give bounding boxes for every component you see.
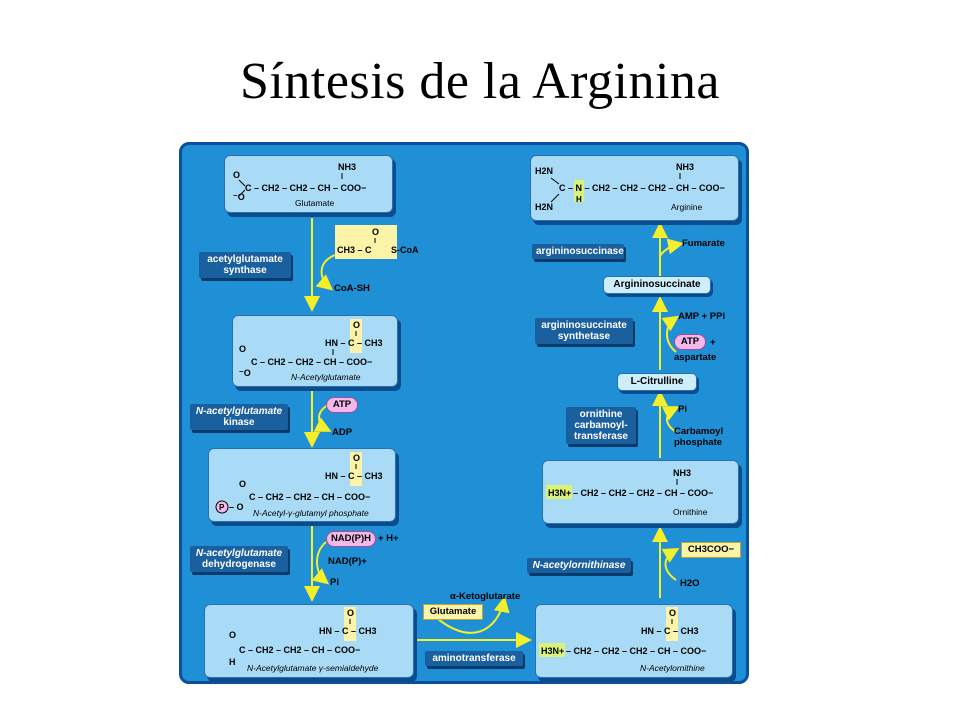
svg-text:H: H <box>229 657 236 667</box>
enzyme-aminotransferase: aminotransferase <box>425 651 523 666</box>
nag-acetyl: HN – C – CH3 <box>325 338 383 348</box>
acetyl-coa: O CH3 – C S-CoA <box>335 225 425 270</box>
glutamate-label: Glutamate <box>295 198 334 208</box>
enzyme-line: dehydrogenase <box>202 559 276 570</box>
svg-text:O: O <box>372 227 379 237</box>
enzyme-ornithine-carbamoyltransferase: ornithine carbamoyl- transferase <box>566 407 636 444</box>
nadph-pill: NAD(P)H <box>326 531 376 547</box>
n-acetyl-glutamyl-phosphate-label: N-Acetyl-γ-glutamyl phosphate <box>253 508 369 518</box>
adp: ADP <box>332 427 353 438</box>
nadp: NAD(P)+ <box>328 556 367 567</box>
enzyme-line: carbamoyl- <box>574 420 628 431</box>
svg-text:O: O <box>669 608 676 618</box>
ornithine-label: Ornithine <box>673 507 708 517</box>
nadph-h: + H+ <box>378 533 399 544</box>
glutamate-nh3: NH3 <box>338 162 356 172</box>
arginine-label: Arginine <box>671 202 702 212</box>
molecule-n-acetylornithine: O HN – C – CH3 H3N+ – CH2 – CH2 – CH2 – … <box>535 604 733 678</box>
carbamoyl-pi: Pi <box>678 404 687 415</box>
nag-chain: C – CH2 – CH2 – CH – COO− <box>251 357 372 367</box>
n-acetylglutamate-semialdehyde-label: N-Acetylglutamate γ-semialdehyde <box>247 663 379 673</box>
aspartate: aspartate <box>674 352 717 363</box>
svg-text:H: H <box>576 195 582 204</box>
svg-text:H2N: H2N <box>535 202 553 212</box>
enzyme-acetylglutamate-synthase: acetylglutamate synthase <box>199 252 291 278</box>
atp-pill: ATP <box>326 397 358 413</box>
svg-text:P: P <box>219 503 225 512</box>
enzyme-argininosuccinate-synthetase: argininosuccinate synthetase <box>535 318 633 344</box>
molecule-glutamate: NH3 O ⁻O C – CH2 – CH2 – CH – COO− Gluta… <box>224 155 393 213</box>
enzyme-line: N-acetylglutamate <box>195 548 283 559</box>
enzyme-n-acetylornithinase: N-acetylornithinase <box>527 558 631 573</box>
svg-text:O: O <box>239 344 246 354</box>
molecule-n-acetylglutamate-semialdehyde: O HN – C – CH3 O H C – CH2 – CH2 – CH – … <box>204 604 414 678</box>
svg-text:O: O <box>353 320 360 330</box>
coa-sh: CoA-SH <box>334 283 370 294</box>
n-acetylglutamate-label: N-Acetylglutamate <box>291 372 361 382</box>
arginine-chain: C – N – CH2 – CH2 – CH2 – CH – COO− <box>559 183 725 193</box>
molecule-n-acetyl-glutamyl-phosphate: O HN – C – CH3 O P – O C – CH2 – CH2 – C… <box>208 448 396 522</box>
enzyme-n-acetylglutamate-kinase: N-acetylglutamate kinase <box>190 404 288 430</box>
pi: Pi <box>330 577 339 588</box>
svg-text:O: O <box>233 170 240 180</box>
enzyme-line: argininosuccinase <box>536 246 624 257</box>
n-acetylornithine-label: N-Acetylornithine <box>640 663 705 673</box>
svg-text:O: O <box>229 630 236 640</box>
ornithine-h3n: H3N+ <box>548 488 571 498</box>
enzyme-n-acetylglutamate-dehydrogenase: N-acetylglutamate dehydrogenase <box>190 546 288 572</box>
svg-text:CH3 – C: CH3 – C <box>337 245 372 255</box>
enzyme-line: aminotransferase <box>432 653 516 664</box>
atp2-pill: ATP <box>674 334 706 350</box>
water: H2O <box>680 578 700 589</box>
amp-ppi: AMP + PPi <box>678 311 726 322</box>
enzyme-line: synthase <box>223 265 267 276</box>
nags-chain: C – CH2 – CH2 – CH – COO− <box>239 645 360 655</box>
svg-text:⁻O: ⁻O <box>239 368 251 378</box>
molecule-ornithine: NH3 H3N+ – CH2 – CH2 – CH2 – CH – COO− O… <box>542 460 739 524</box>
ornithine-chain: – CH2 – CH2 – CH2 – CH – COO− <box>573 488 713 498</box>
ornithine-nh3: NH3 <box>673 468 691 478</box>
enzyme-line: argininosuccinate <box>541 320 627 331</box>
nao-h3n: H3N+ <box>541 646 564 656</box>
svg-text:O: O <box>353 453 360 463</box>
carbamoyl-phosphate-line: phosphate <box>674 437 723 448</box>
acetyl-coa-sc: S-CoA <box>391 245 419 255</box>
svg-text:H2N: H2N <box>535 166 553 176</box>
enzyme-line: synthetase <box>557 331 611 342</box>
slide-title: Síntesis de la Arginina <box>240 53 720 110</box>
enzyme-line: N-acetylornithinase <box>532 560 626 571</box>
intermediate-citrulline: L-Citrulline <box>617 373 697 391</box>
carbamoyl-phosphate-line: Carbamoyl <box>674 426 724 437</box>
enzyme-line: acetylglutamate <box>207 254 283 265</box>
glutamate-box: Glutamate <box>423 604 483 620</box>
acetate-box: CH3COO− <box>681 542 741 558</box>
svg-text:– O: – O <box>229 502 244 512</box>
enzyme-line: transferase <box>574 431 628 442</box>
svg-text:O: O <box>347 608 354 618</box>
alpha-ketoglutarate: α-Ketoglutarate <box>450 591 521 602</box>
svg-text:⁻O: ⁻O <box>233 192 245 202</box>
enzyme-argininosuccinase: argininosuccinase <box>532 244 624 259</box>
nagp-chain: C – CH2 – CH2 – CH – COO− <box>249 492 370 502</box>
enzyme-line: kinase <box>223 417 255 428</box>
nags-acetyl: HN – C – CH3 <box>319 626 377 636</box>
molecule-n-acetylglutamate: O HN – C – CH3 O ⁻O C – CH2 – CH2 – CH –… <box>232 315 398 387</box>
arginine-nh3: NH3 <box>676 162 694 172</box>
nagp-acetyl: HN – C – CH3 <box>325 471 383 481</box>
intermediate-argininosuccinate: Argininosuccinate <box>603 276 711 294</box>
svg-text:O: O <box>239 479 246 489</box>
enzyme-line: ornithine <box>579 409 623 420</box>
nao-chain: – CH2 – CH2 – CH2 – CH – COO− <box>566 646 706 656</box>
fumarate: Fumarate <box>682 238 725 249</box>
carbamoyl-phosphate: Carbamoyl phosphate <box>674 426 723 448</box>
nao-acetyl: HN – C – CH3 <box>641 626 699 636</box>
enzyme-line: N-acetylglutamate <box>195 406 283 417</box>
glutamate-chain: C – CH2 – CH2 – CH – COO− <box>245 183 366 193</box>
molecule-arginine: NH3 H2N H2N C – N – CH2 – CH2 – CH2 – CH… <box>530 155 739 221</box>
aspartate-plus: + <box>710 337 716 348</box>
